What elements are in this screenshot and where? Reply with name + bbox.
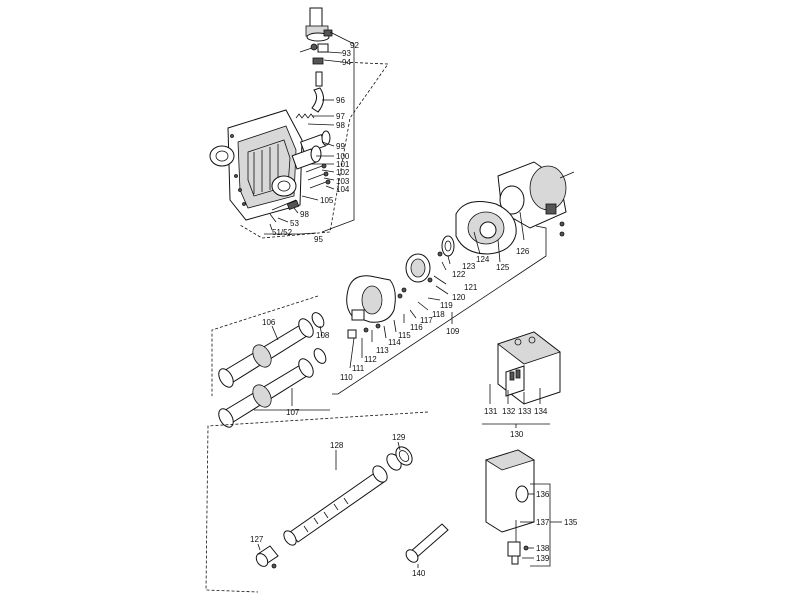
callout-99: 99 (336, 142, 345, 151)
callout-137: 137 (536, 518, 550, 527)
callout-113: 113 (376, 346, 389, 355)
callout-51-52: 51/52 (272, 228, 293, 237)
pump-volute-125 (455, 201, 517, 255)
tank-part (485, 449, 535, 542)
callout-108: 108 (316, 331, 330, 340)
callout-100: 100 (336, 152, 350, 161)
screws-part-102-104 (305, 163, 331, 189)
callout-112: 112 (364, 355, 377, 364)
suction-hose-group (211, 295, 330, 428)
discharge-boundary (205, 411, 429, 593)
pin-part (315, 71, 323, 87)
callout-111: 111 (352, 364, 365, 373)
callout-102: 102 (336, 168, 350, 177)
motor-pump-group (332, 161, 575, 395)
callout-136: 136 (536, 490, 550, 499)
callout-106: 106 (262, 318, 276, 327)
impeller-part-118-120 (397, 253, 433, 299)
hose-group-boundary (211, 295, 319, 396)
callout-98-lower: 98 (300, 210, 309, 219)
control-box-group (482, 331, 561, 428)
callout-139: 139 (536, 554, 550, 563)
spring-part-97 (295, 113, 315, 119)
callout-116: 116 (410, 323, 423, 332)
callout-labels: 92 93 94 96 97 98 99 100 101 102 103 104… (250, 41, 578, 578)
nut-part-94 (312, 57, 324, 65)
coupling-part-129 (395, 446, 413, 466)
valve-part-138-139 (507, 541, 529, 565)
callout-115: 115 (398, 331, 411, 340)
hose-part-128 (283, 453, 402, 546)
callout-122: 122 (452, 270, 466, 279)
callout-118: 118 (432, 310, 445, 319)
callout-138: 138 (536, 544, 550, 553)
callout-114: 114 (388, 338, 401, 347)
callout-53: 53 (290, 219, 299, 228)
pump-housing-block (209, 109, 303, 221)
callout-134: 134 (534, 407, 548, 416)
control-box-part (497, 331, 561, 405)
callout-95: 95 (314, 235, 323, 244)
callout-135: 135 (564, 518, 578, 527)
callout-107: 107 (286, 408, 300, 417)
tool-part-53 (269, 199, 300, 223)
callout-109: 109 (446, 327, 460, 336)
discharge-hose-group (205, 411, 429, 593)
callout-133: 133 (518, 407, 532, 416)
motor-part (497, 161, 575, 237)
elbow-part-96 (311, 87, 324, 113)
seal-part-123-124 (437, 235, 455, 257)
callout-105: 105 (320, 196, 334, 205)
callout-125: 125 (496, 263, 510, 272)
callout-101: 101 (336, 160, 350, 169)
hose-part-106 (218, 312, 325, 388)
callout-94: 94 (342, 58, 351, 67)
callout-131: 131 (484, 407, 498, 416)
callout-119: 119 (440, 301, 453, 310)
callout-128: 128 (330, 441, 344, 450)
callout-130: 130 (510, 430, 524, 439)
callout-120: 120 (452, 293, 466, 302)
callout-127: 127 (250, 535, 264, 544)
pump-cover-110-116 (346, 275, 396, 339)
callout-140: 140 (412, 569, 426, 578)
valve-part-92 (305, 7, 333, 42)
callout-132: 132 (502, 407, 516, 416)
callout-126: 126 (516, 247, 530, 256)
callout-98: 98 (336, 121, 345, 130)
tank-group (485, 449, 562, 567)
callout-104: 104 (336, 185, 350, 194)
callout-129: 129 (392, 433, 406, 442)
hose-part-107 (218, 348, 327, 428)
connector-part-100 (291, 145, 322, 170)
callout-92: 92 (350, 41, 359, 50)
callout-110: 110 (340, 373, 353, 382)
callout-103: 103 (336, 177, 350, 186)
screw-part-93 (299, 43, 329, 53)
coupling-part-127 (255, 545, 279, 569)
valve-assembly-group (209, 7, 389, 239)
callout-93: 93 (342, 49, 351, 58)
callout-96: 96 (336, 96, 345, 105)
callout-123: 123 (462, 262, 476, 271)
pipe-part-140 (405, 523, 449, 568)
assembly-boundary (239, 61, 389, 239)
callout-97: 97 (336, 112, 345, 121)
callout-121: 121 (464, 283, 478, 292)
callout-117: 117 (420, 316, 433, 325)
callout-124: 124 (476, 255, 490, 264)
